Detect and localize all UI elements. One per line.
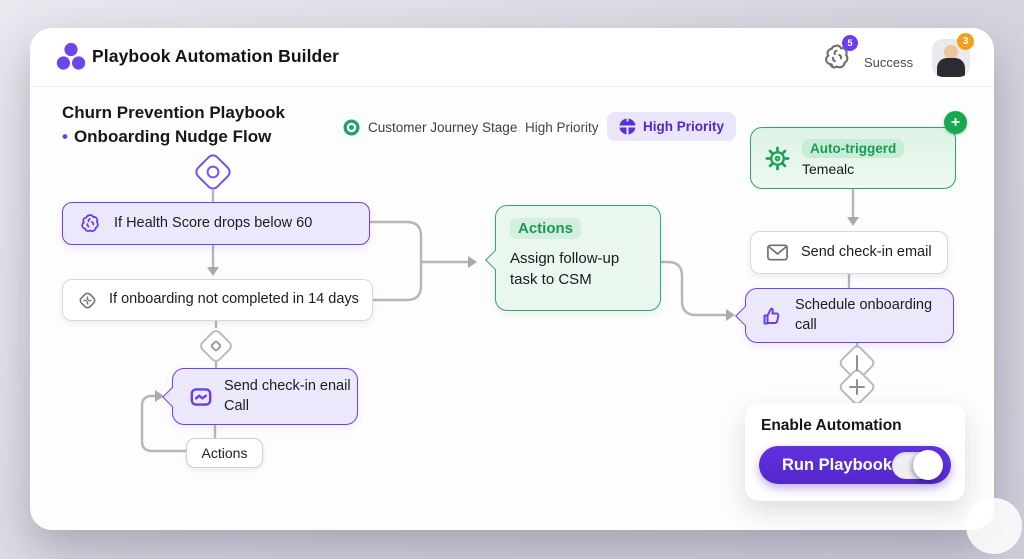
target-icon bbox=[343, 119, 360, 136]
journey-stage-control[interactable]: Customer Journey Stage bbox=[343, 113, 517, 142]
brain-notification-badge: 5 bbox=[842, 35, 858, 51]
pie-icon bbox=[619, 118, 636, 135]
message-wave-icon bbox=[190, 387, 212, 406]
run-playbook-label: Run Playbook bbox=[782, 455, 893, 474]
small-decision-diamond-icon[interactable] bbox=[197, 327, 235, 365]
journey-stage-label: Customer Journey Stage bbox=[368, 120, 518, 135]
enable-automation-title: Enable Automation bbox=[761, 417, 902, 434]
zoom-plus-icon bbox=[849, 379, 865, 395]
box-diamond-icon bbox=[79, 292, 96, 308]
trigger-card-texts: Auto-triggerd Temealc bbox=[802, 139, 905, 177]
app-logo-icon bbox=[56, 42, 86, 70]
decision-diamond-icon[interactable] bbox=[191, 150, 235, 194]
trigger-name: Temealc bbox=[802, 161, 855, 177]
run-playbook-toggle[interactable] bbox=[892, 450, 943, 480]
node-schedule-call-label: Schedule onboarding call bbox=[795, 296, 933, 333]
playbook-title: Churn Prevention Playbook bbox=[62, 103, 285, 122]
node-health-score-condition[interactable]: If Health Score drops below 60 bbox=[62, 202, 370, 245]
subtitle-bullet: • bbox=[62, 127, 68, 146]
actions-card-title: Actions bbox=[510, 218, 582, 239]
node-onboarding-condition[interactable]: If onboarding not completed in 14 days bbox=[62, 279, 373, 321]
node-send-checkin-call[interactable]: Send check-in enail Call bbox=[162, 368, 358, 425]
node-onboarding-label: If onboarding not completed in 14 days bbox=[109, 291, 359, 308]
toggle-knob bbox=[913, 450, 943, 480]
actions-card-body: Assign follow-up task to CSM bbox=[510, 250, 620, 288]
playbook-title-block: Churn Prevention Playbook • Onboarding Nu… bbox=[62, 101, 285, 149]
priority-badge-label: High Priority bbox=[643, 119, 725, 134]
gear-icon bbox=[765, 146, 790, 170]
node-schedule-call[interactable]: Schedule onboarding call bbox=[735, 288, 954, 343]
node-send-email[interactable]: Send check-in email bbox=[750, 231, 948, 274]
flow-zoom-controls[interactable] bbox=[833, 343, 881, 407]
brain-node-icon bbox=[81, 214, 99, 232]
run-playbook-button[interactable]: Run Playbook bbox=[759, 446, 951, 484]
avatar-notification-badge: 3 bbox=[957, 33, 974, 50]
avatar-head bbox=[944, 45, 958, 59]
thumbs-up-icon bbox=[763, 307, 780, 324]
trigger-badge: Auto-triggerd bbox=[802, 139, 905, 158]
playbook-subtitle: • Onboarding Nudge Flow bbox=[62, 125, 285, 149]
actions-pill[interactable]: Actions bbox=[186, 438, 263, 468]
playbook-subtitle-text: Onboarding Nudge Flow bbox=[73, 127, 272, 146]
envelope-icon bbox=[767, 244, 788, 261]
node-send-checkin-call-label: Send check-in enail Call bbox=[224, 377, 351, 414]
node-health-score-label: If Health Score drops below 60 bbox=[114, 214, 313, 231]
actions-card[interactable]: Actions Assign follow-up task to CSM bbox=[485, 205, 661, 311]
avatar-body bbox=[937, 58, 965, 77]
app-title: Playbook Automation Builder bbox=[92, 46, 340, 66]
node-send-email-label: Send check-in email bbox=[801, 243, 932, 260]
trigger-card[interactable]: Auto-triggerd Temealc bbox=[750, 127, 956, 189]
priority-text[interactable]: High Priority bbox=[525, 120, 599, 135]
priority-badge[interactable]: High Priority bbox=[607, 112, 737, 141]
add-trigger-button[interactable]: + bbox=[944, 111, 967, 134]
corner-decoration bbox=[966, 498, 1022, 554]
status-label: Success bbox=[864, 55, 914, 70]
